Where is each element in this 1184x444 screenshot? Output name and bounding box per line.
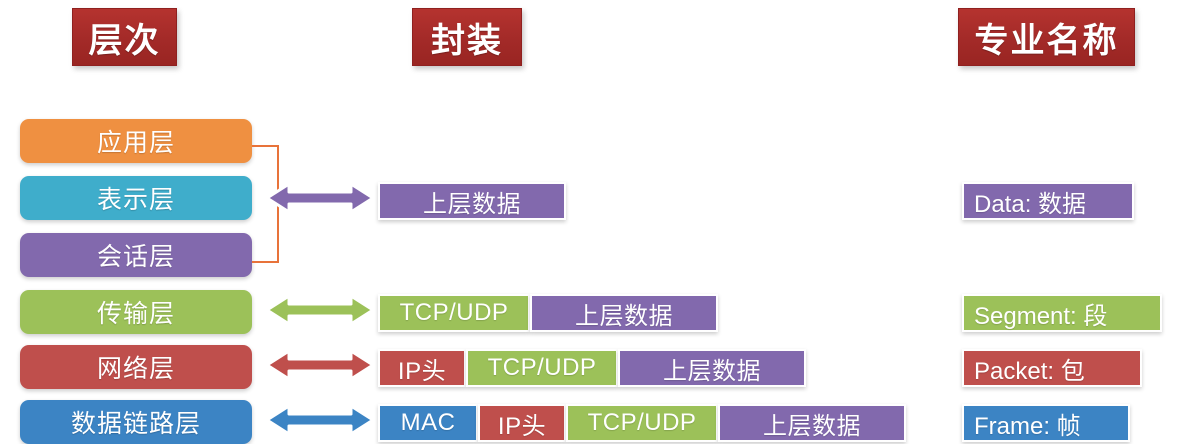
encap-chip[interactable]: TCP/UDP <box>378 294 530 332</box>
column-header-encapsulation: 封装 <box>412 8 522 66</box>
column-header-layer-label: 层次 <box>88 21 161 60</box>
layer-box-2[interactable]: 表示层 <box>20 176 252 220</box>
terminology-chip-label: Segment: 段 <box>974 302 1108 330</box>
layer-box-1[interactable]: 应用层 <box>20 119 252 163</box>
terminology-chip-4[interactable]: Frame: 帧 <box>962 404 1130 442</box>
encap-chip[interactable]: TCP/UDP <box>566 404 718 442</box>
terminology-chip-2[interactable]: Segment: 段 <box>962 294 1162 332</box>
encap-chip[interactable]: 上层数据 <box>718 404 906 442</box>
encap-chip[interactable]: 上层数据 <box>530 294 718 332</box>
encap-chip-label: IP头 <box>497 412 547 440</box>
terminology-chip-label: Data: 数据 <box>974 190 1087 218</box>
layer-box-6[interactable]: 数据链路层 <box>20 400 252 444</box>
layer-box-label: 传输层 <box>96 300 175 328</box>
terminology-chip-1[interactable]: Data: 数据 <box>962 182 1134 220</box>
layer-box-3[interactable]: 会话层 <box>20 233 252 277</box>
layer-box-5[interactable]: 网络层 <box>20 345 252 389</box>
encap-chip-label: 上层数据 <box>575 302 673 330</box>
layer-box-4[interactable]: 传输层 <box>20 290 252 334</box>
encap-chip[interactable]: MAC <box>378 404 478 442</box>
encap-chip-label: MAC <box>400 409 456 436</box>
encap-chip-label: 上层数据 <box>423 190 521 218</box>
column-header-encapsulation-label: 封装 <box>431 21 503 60</box>
encap-chip[interactable]: IP头 <box>478 404 566 442</box>
layer-box-label: 会话层 <box>96 243 175 271</box>
encap-chip[interactable]: 上层数据 <box>618 349 806 387</box>
layer-box-label: 表示层 <box>96 186 175 214</box>
terminology-chip-3[interactable]: Packet: 包 <box>962 349 1142 387</box>
encap-chip[interactable]: 上层数据 <box>378 182 566 220</box>
double-arrow-icon-3 <box>265 347 375 383</box>
double-arrow-icon-1 <box>265 180 375 216</box>
encap-chip-label: 上层数据 <box>663 357 761 385</box>
encap-chip[interactable]: IP头 <box>378 349 466 387</box>
double-arrow-icon-4 <box>265 402 375 438</box>
encap-chip-label: TCP/UDP <box>487 354 597 381</box>
layer-box-label: 数据链路层 <box>70 410 201 438</box>
encap-chip-label: TCP/UDP <box>399 299 509 326</box>
layer-box-label: 网络层 <box>96 355 175 383</box>
encap-chip[interactable]: TCP/UDP <box>466 349 618 387</box>
terminology-chip-label: Frame: 帧 <box>974 412 1081 440</box>
column-header-terminology: 专业名称 <box>958 8 1135 66</box>
double-arrow-icon-2 <box>265 292 375 328</box>
terminology-chip-label: Packet: 包 <box>974 357 1085 385</box>
encap-chip-label: IP头 <box>397 357 447 385</box>
column-header-layer: 层次 <box>72 8 177 66</box>
encap-chip-label: TCP/UDP <box>587 409 697 436</box>
encap-chip-label: 上层数据 <box>763 412 861 440</box>
layer-box-label: 应用层 <box>96 129 175 157</box>
column-header-terminology-label: 专业名称 <box>974 21 1119 60</box>
